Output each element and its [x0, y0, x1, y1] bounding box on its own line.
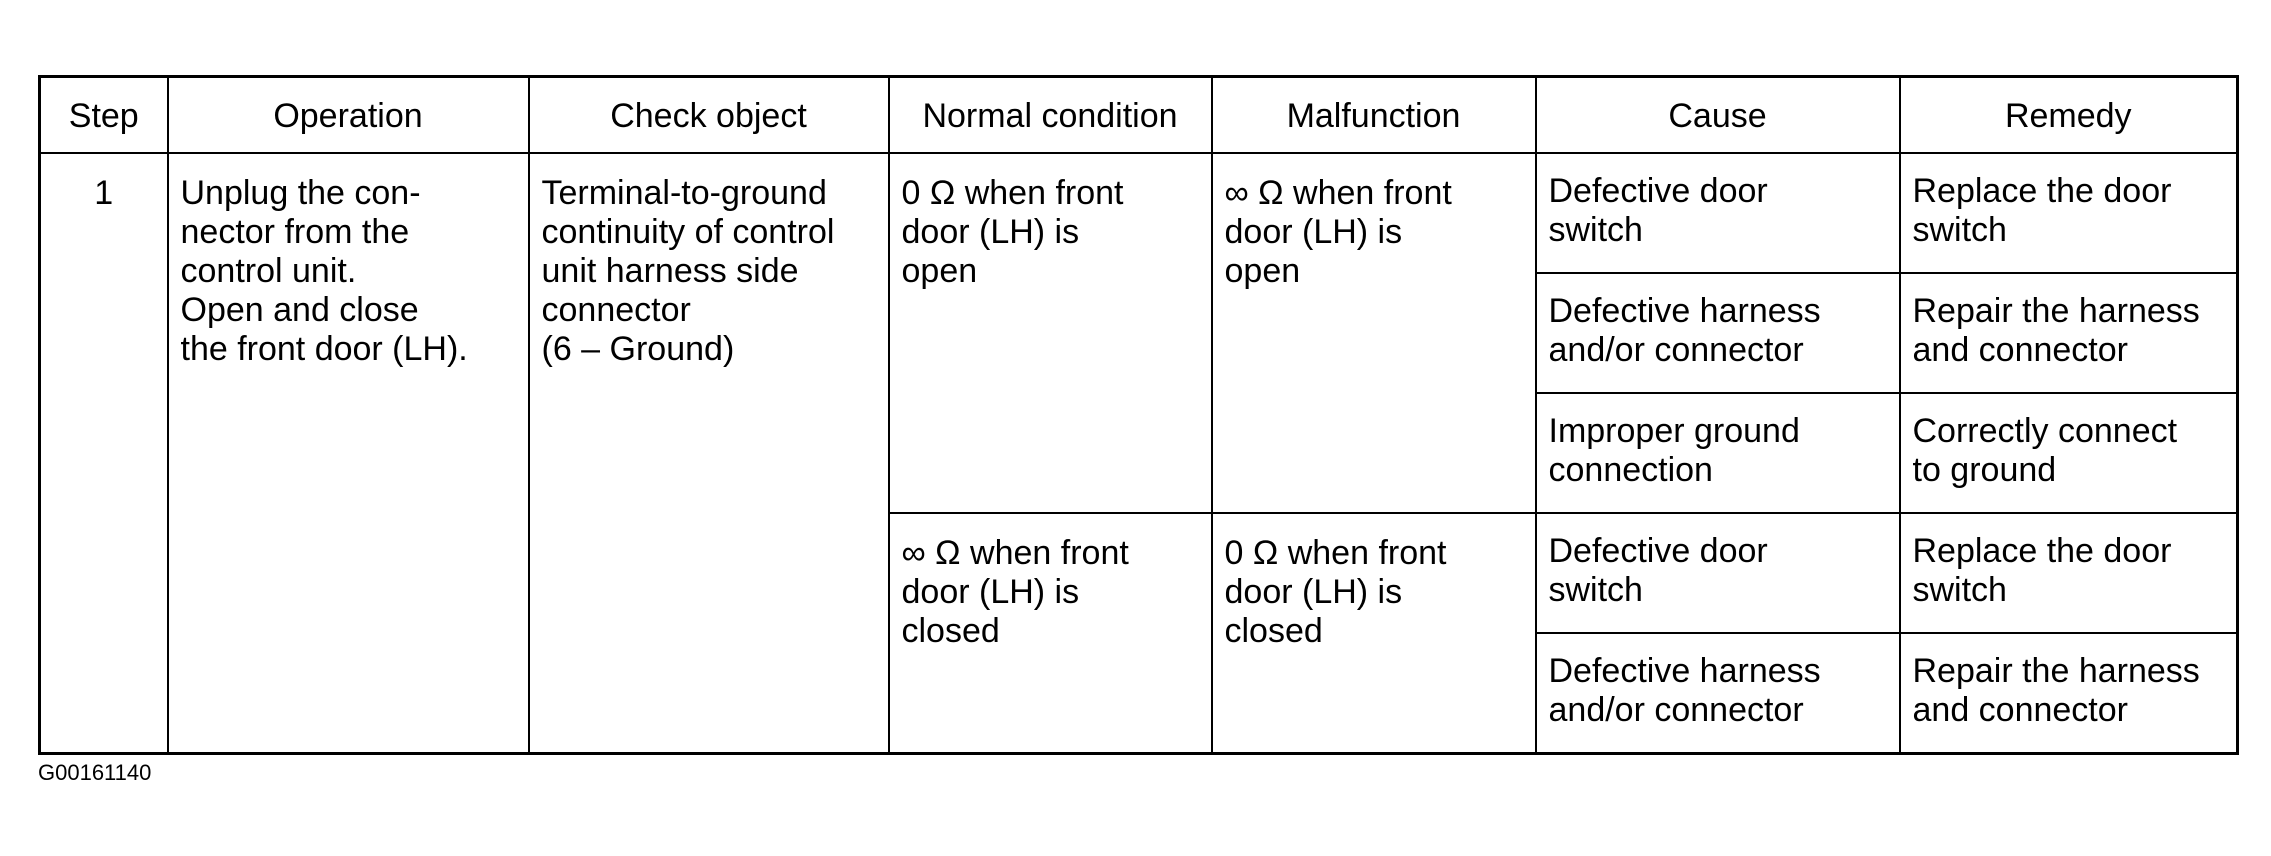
- table-row: ∞ Ω when front door (LH) is closed 0 Ω w…: [40, 512, 2239, 755]
- remedy-text: Replace the door switch: [1898, 152, 2239, 274]
- operation-text: Unplug the con- nector from the control …: [166, 152, 530, 755]
- cause-text: Improper ground connection: [1534, 392, 1901, 514]
- cause-text: Defective door switch: [1534, 152, 1901, 274]
- check-object-text: Terminal-to-ground continuity of control…: [527, 152, 890, 755]
- remedy-text: Replace the door switch: [1898, 512, 2239, 634]
- cause-text: Defective harness and/or connector: [1534, 632, 1901, 755]
- cause-text: Defective door switch: [1534, 512, 1901, 634]
- header-step: Step: [38, 75, 169, 154]
- malfunction-text: 0 Ω when front door (LH) is closed: [1210, 512, 1537, 755]
- header-operation: Operation: [166, 75, 530, 154]
- header-check-object: Check object: [527, 75, 890, 154]
- cause-text: Defective harness and/or connector: [1534, 272, 1901, 394]
- remedy-text: Correctly connect to ground: [1898, 392, 2239, 514]
- header-cause: Cause: [1534, 75, 1901, 154]
- header-remedy: Remedy: [1898, 75, 2239, 154]
- figure-id: G00161140: [38, 760, 152, 785]
- table-row: 1 Unplug the con- nector from the contro…: [38, 152, 2239, 755]
- normal-condition-text: 0 Ω when front door (LH) is open: [887, 152, 1213, 514]
- remedy-text: Repair the harness and connector: [1898, 272, 2239, 394]
- malfunction-text: ∞ Ω when front door (LH) is open: [1210, 152, 1537, 514]
- header-normal-condition: Normal condition: [887, 75, 1213, 154]
- table-row: Defective harness and/or connector Repai…: [40, 272, 2239, 394]
- header-row: Step Operation Check object Normal condi…: [38, 75, 2239, 154]
- table-row: Improper ground connection Correctly con…: [40, 392, 2239, 514]
- diagnostic-table: Step Operation Check object Normal condi…: [38, 75, 2239, 755]
- normal-condition-text: ∞ Ω when front door (LH) is closed: [887, 512, 1213, 755]
- header-malfunction: Malfunction: [1210, 75, 1537, 154]
- step-number: 1: [38, 152, 169, 755]
- remedy-text: Repair the harness and connector: [1898, 632, 2239, 755]
- table-row: Defective harness and/or connector Repai…: [40, 632, 2239, 755]
